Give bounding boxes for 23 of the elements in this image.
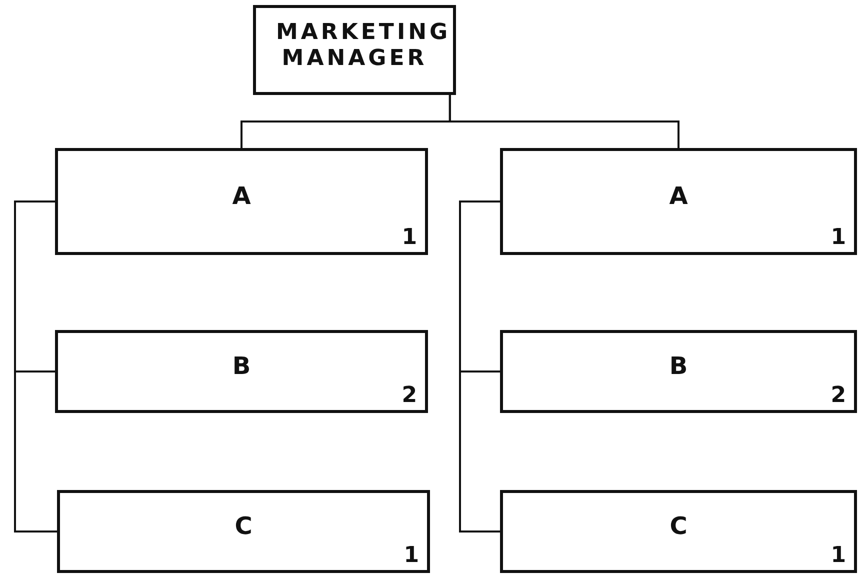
unit-label: A xyxy=(668,180,689,210)
unit-box xyxy=(55,148,428,255)
count-number: 1 xyxy=(830,543,846,568)
count-number: 1 xyxy=(402,225,417,250)
title-text: MARKETING MANAGER xyxy=(275,20,452,72)
connector-line xyxy=(14,200,57,532)
unit-label: C xyxy=(234,510,254,540)
unit-label: A xyxy=(231,180,252,210)
unit-box xyxy=(500,490,857,573)
count-number: 2 xyxy=(830,383,846,408)
unit-label: B xyxy=(231,350,252,380)
count-number: 1 xyxy=(830,225,846,250)
unit-label: C xyxy=(668,510,688,540)
connector-line xyxy=(448,95,680,148)
unit-box xyxy=(500,330,857,413)
manager-box xyxy=(253,5,456,95)
connector-line xyxy=(459,200,500,532)
unit-box xyxy=(57,490,430,573)
unit-box xyxy=(500,148,857,255)
unit-box xyxy=(55,330,428,413)
count-number: 1 xyxy=(404,543,419,568)
unit-label: B xyxy=(668,350,689,380)
count-number: 2 xyxy=(402,383,417,408)
